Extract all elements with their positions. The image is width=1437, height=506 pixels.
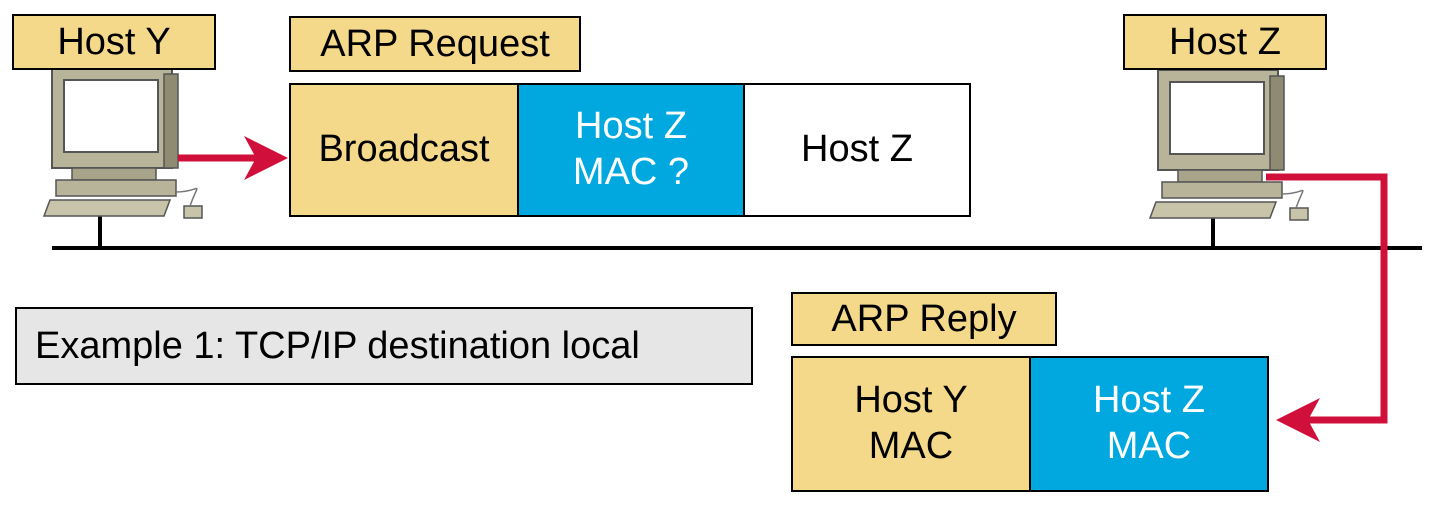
host-y-label-text: Host Y [57,21,171,63]
reply-arrow-icon [1276,398,1320,442]
reply-dest-line2: MAC [868,425,954,467]
request-arrow-icon [244,136,288,180]
host-y-label: Host Y [12,14,216,70]
host-z-computer-icon [1149,69,1309,221]
request-query-line2: MAC ? [572,151,690,193]
host-y-computer-icon [43,67,203,219]
request-dest-field: Broadcast [289,83,519,217]
example-note: Example 1: TCP/IP destination local [15,307,753,385]
request-query-line1: Host Z [575,105,687,148]
reply-source-line1: Host Z [1093,379,1205,422]
request-target-text: Host Z [801,128,913,171]
reply-dest-field: Host Y MAC [791,356,1031,492]
arp-reply-title-text: ARP Reply [831,298,1017,340]
arp-request-title-text: ARP Request [320,23,550,65]
example-note-text: Example 1: TCP/IP destination local [35,324,640,367]
arp-reply-title: ARP Reply [791,292,1057,346]
reply-source-field: Host Z MAC [1029,356,1269,492]
request-target-field: Host Z [743,83,971,217]
host-z-label: Host Z [1123,14,1327,70]
host-z-label-text: Host Z [1169,21,1281,63]
request-query-field: Host Z MAC ? [517,83,745,217]
request-dest-text: Broadcast [318,128,490,171]
arp-request-title: ARP Request [289,16,581,72]
reply-path [1266,173,1388,424]
reply-dest-line1: Host Y [854,379,968,422]
reply-source-line2: MAC [1106,425,1192,467]
